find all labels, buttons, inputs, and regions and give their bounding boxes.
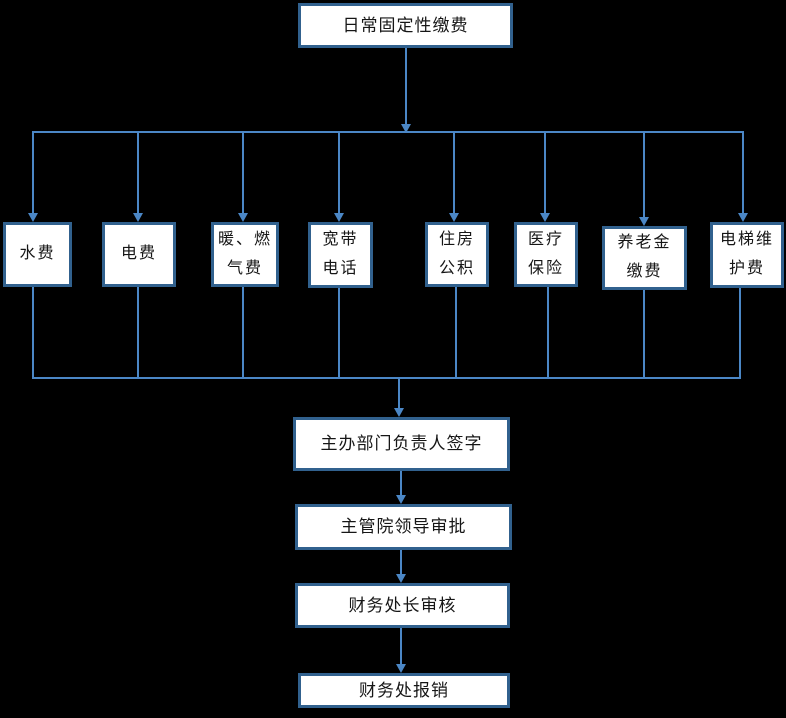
fan-out-connector <box>28 48 748 226</box>
node-heating-gas-fee: 暖、燃 气费 <box>211 222 279 287</box>
node-housing-fund: 住房 公积 <box>425 222 489 287</box>
node-elevator-maintenance-fee: 电梯维 护费 <box>710 222 784 288</box>
node-broadband-phone: 宽带 电话 <box>308 222 373 288</box>
node-department-head-signature: 主办部门负责人签字 <box>293 417 510 471</box>
merge-connector <box>32 287 741 417</box>
node-finance-reimbursement: 财务处报销 <box>298 673 510 708</box>
node-water-fee: 水费 <box>3 222 72 287</box>
node-pension-payment: 养老金 缴费 <box>602 226 687 290</box>
node-medical-insurance: 医疗 保险 <box>514 222 578 287</box>
node-finance-director-review: 财务处长审核 <box>295 583 510 628</box>
node-leader-approval: 主管院领导审批 <box>295 504 512 550</box>
node-daily-fixed-payment: 日常固定性缴费 <box>298 3 513 48</box>
node-electricity-fee: 电费 <box>102 222 176 287</box>
sequence-connectors <box>396 471 406 673</box>
